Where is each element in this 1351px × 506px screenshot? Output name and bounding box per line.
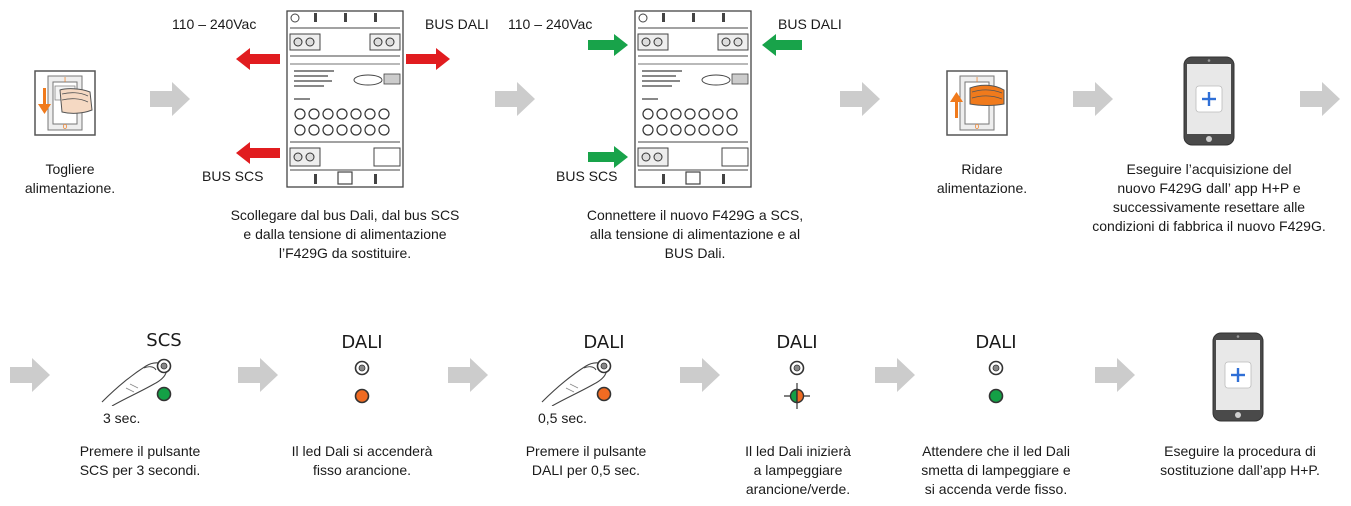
flow-arrow-icon bbox=[1095, 358, 1135, 392]
led-blinking-icon bbox=[783, 358, 811, 410]
flow-arrow-icon bbox=[495, 82, 535, 116]
flow-arrow-icon bbox=[875, 358, 915, 392]
flow-arrow-icon bbox=[150, 82, 190, 116]
finger-press-icon bbox=[540, 354, 622, 406]
step7-title: DALI bbox=[341, 332, 383, 353]
wire-out-scs-icon bbox=[236, 142, 280, 164]
svg-text:I: I bbox=[976, 76, 978, 84]
step3-power-label: 110 – 240Vac bbox=[508, 16, 593, 32]
flow-arrow-icon bbox=[1300, 82, 1340, 116]
smartphone-app-icon bbox=[1212, 332, 1264, 422]
led-orange-icon bbox=[351, 358, 373, 408]
step3-scs-label: BUS SCS bbox=[556, 168, 618, 184]
step8-time: 0,5 sec. bbox=[538, 410, 588, 426]
power-switch-off-icon: I 0 bbox=[34, 70, 96, 136]
step1-caption: Togliere alimentazione. bbox=[24, 161, 116, 196]
wire-out-power-icon bbox=[236, 48, 280, 70]
step6-time: 3 sec. bbox=[103, 410, 141, 426]
finger-press-icon bbox=[100, 354, 182, 406]
wire-in-dali-icon bbox=[762, 34, 802, 56]
step9-title: DALI bbox=[776, 332, 818, 353]
wire-in-power-icon bbox=[588, 34, 628, 56]
step8-caption: Premere il pulsante DALI per 0,5 sec. bbox=[525, 443, 647, 478]
step6-caption: Premere il pulsante SCS per 3 secondi. bbox=[79, 443, 201, 478]
step6-title: SCS bbox=[146, 330, 182, 351]
step2-caption: Scollegare dal bus Dali, dal bus SCS e d… bbox=[230, 207, 460, 261]
power-switch-on-icon: I 0 bbox=[946, 70, 1008, 136]
step8-title: DALI bbox=[583, 332, 625, 353]
flow-arrow-icon bbox=[1073, 82, 1113, 116]
wire-out-dali-icon bbox=[406, 48, 450, 70]
step10-caption: Attendere che il led Dali smetta di lamp… bbox=[921, 443, 1071, 497]
step11-caption: Eseguire la procedura di sostituzione da… bbox=[1160, 443, 1320, 478]
step5-caption: Eseguire l’acquisizione del nuovo F429G … bbox=[1092, 161, 1326, 234]
flow-arrow-icon bbox=[10, 358, 50, 392]
step2-dali-label: BUS DALI bbox=[425, 16, 489, 32]
step2-scs-label: BUS SCS bbox=[202, 168, 264, 184]
smartphone-app-icon bbox=[1183, 56, 1235, 146]
step3-caption: Connettere il nuovo F429G a SCS, alla te… bbox=[586, 207, 804, 261]
svg-text:I: I bbox=[64, 76, 66, 84]
flow-arrow-icon bbox=[238, 358, 278, 392]
svg-text:0: 0 bbox=[975, 123, 979, 131]
led-green-icon bbox=[985, 358, 1007, 408]
step3-dali-label: BUS DALI bbox=[778, 16, 842, 32]
step2-power-label: 110 – 240Vac bbox=[172, 16, 257, 32]
flow-arrow-icon bbox=[448, 358, 488, 392]
step4-caption: Ridare alimentazione. bbox=[936, 161, 1028, 196]
wire-in-scs-icon bbox=[588, 146, 628, 168]
step10-title: DALI bbox=[975, 332, 1017, 353]
flow-arrow-icon bbox=[840, 82, 880, 116]
dali-module-icon bbox=[286, 10, 404, 188]
flow-arrow-icon bbox=[680, 358, 720, 392]
step7-caption: Il led Dali si accenderà fisso arancione… bbox=[291, 443, 433, 478]
step9-caption: Il led Dali inizierà a lampeggiare aranc… bbox=[745, 443, 851, 497]
dali-module-icon bbox=[634, 10, 752, 188]
svg-text:0: 0 bbox=[63, 123, 67, 131]
